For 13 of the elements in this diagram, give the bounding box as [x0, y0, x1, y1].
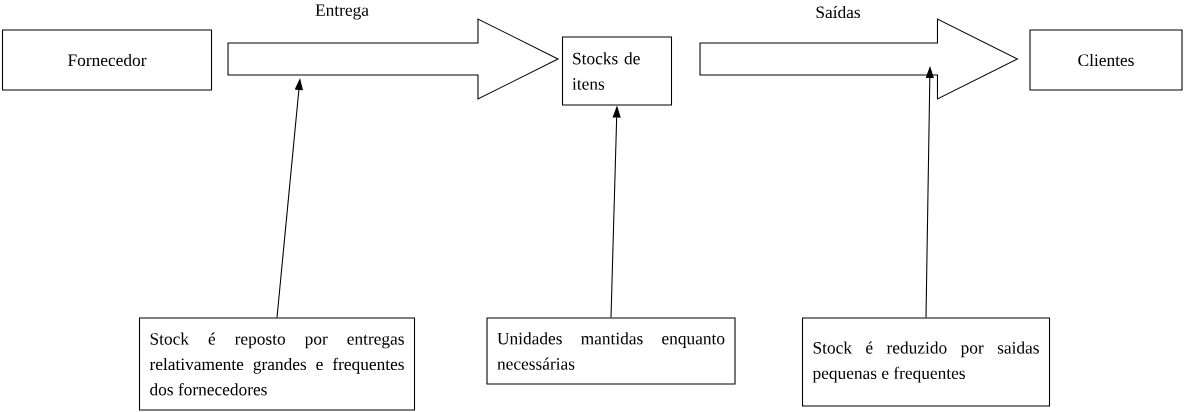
box-text: Stock é reposto por entregas relativamente grandes e frequentes dos fornecedores: [149, 332, 404, 396]
text-box: [486, 317, 736, 385]
block-arrow: [699, 18, 1019, 100]
box-text: Unidades mantidas enquanto necessárias: [497, 332, 725, 370]
block-arrow: [227, 18, 560, 100]
text-box: Stocks de itens: [561, 36, 673, 106]
text-box: Fornecedor: [1, 29, 213, 91]
text-box: [138, 317, 416, 411]
edge-label: Saídas: [814, 4, 862, 20]
box-text: Stock é reduzido por saidas pequenas e frequentes: [812, 341, 1039, 383]
edge-label: Entrega: [313, 3, 371, 21]
text-box: [801, 317, 1051, 407]
text-box: Clientes: [1029, 29, 1183, 91]
